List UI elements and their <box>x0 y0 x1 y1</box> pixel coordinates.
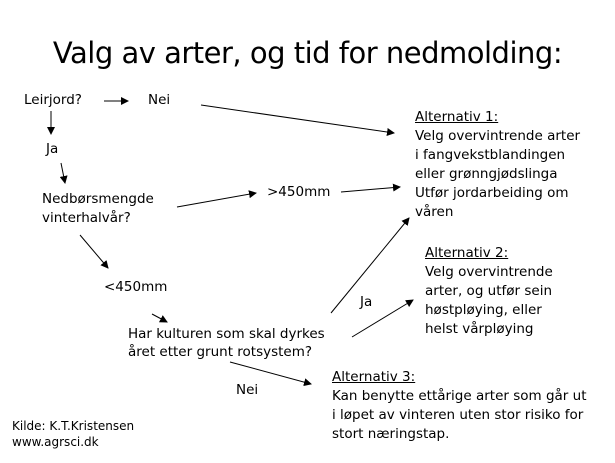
arrow-ja-to-nedbor <box>59 162 68 184</box>
node-kultur-line2: året etter grunt rotsystem? <box>128 344 313 360</box>
arrow-nedbor-to-over450 <box>176 190 257 208</box>
alternative-2-line: arter, og utfør sein <box>425 283 553 299</box>
arrow-under450-to-kultur <box>151 313 168 323</box>
alternative-1-line: i fangvekstblandingen <box>415 147 566 163</box>
alternative-2-line: Velg overvintrende <box>425 264 553 280</box>
alternative-3-line: Kan benytte ettårige arter som går ut <box>332 388 587 404</box>
arrow-nedbor-to-under450 <box>79 234 109 269</box>
arrow-nei-to-alt1 <box>200 104 395 136</box>
alternative-2-heading: Alternativ 2: <box>425 245 509 261</box>
node-ja-1: Ja <box>46 141 59 157</box>
alternative-3-heading: Alternativ 3: <box>332 369 416 385</box>
node-nei-2: Nei <box>236 382 259 398</box>
node-leirjord: Leirjord? <box>24 92 82 108</box>
node-nedbor-line1: Nedbørsmengde <box>42 191 154 207</box>
alternative-2-line: helst vårpløying <box>425 321 534 337</box>
alternative-2-box: Alternativ 2: Velg overvintrende arter, … <box>425 244 553 339</box>
alternative-3-line: stort næringstap. <box>332 426 450 442</box>
arrow-kultur-to-alt3 <box>229 361 312 387</box>
node-ja-2: Ja <box>360 294 373 310</box>
alternative-1-heading: Alternativ 1: <box>415 109 499 125</box>
alternative-1-line: Velg overvintrende arter <box>415 128 581 144</box>
page-title: Valg av arter, og tid for nedmolding: <box>52 36 563 70</box>
node-over-450mm: >450mm <box>267 184 331 200</box>
alternative-2-line: høstpløying, eller <box>425 302 542 318</box>
node-nedbor-line2: vinterhalvår? <box>42 210 131 226</box>
alternative-1-line: våren <box>415 204 454 220</box>
alternative-3-line: i løpet av vinteren uten stor risiko for <box>332 407 584 423</box>
alternative-3-box: Alternativ 3: Kan benytte ettårige arter… <box>332 368 587 444</box>
arrow-over450-to-alt1 <box>340 183 401 193</box>
alternative-1-line: eller grønngjødslinga <box>415 166 558 182</box>
node-kultur-line1: Har kulturen som skal dyrkes <box>128 326 325 342</box>
alternative-1-box: Alternativ 1: Velg overvintrende arter i… <box>415 108 580 222</box>
arrow-kultur-to-alt1 <box>330 217 410 314</box>
source-credit: Kilde: K.T.Kristensen <box>12 419 135 433</box>
node-under-450mm: <450mm <box>104 279 168 295</box>
node-nei-1: Nei <box>148 92 171 108</box>
alternative-1-line: Utfør jordarbeiding om <box>415 185 569 201</box>
arrow-ja-to-alt2 <box>351 299 414 338</box>
source-url: www.agrsci.dk <box>12 435 99 449</box>
